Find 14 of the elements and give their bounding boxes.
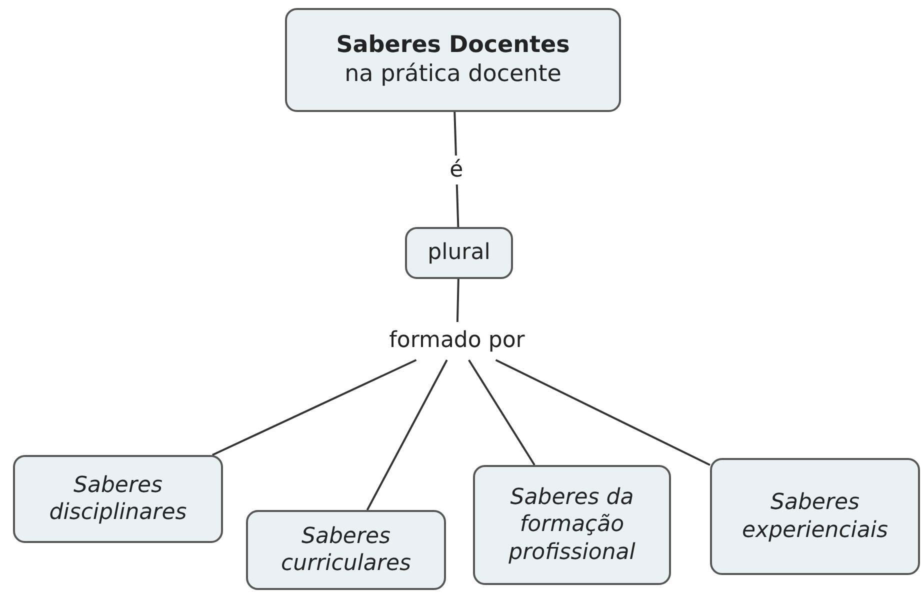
concept-box: Saberes experienciais	[710, 458, 920, 575]
connector-line	[468, 359, 536, 466]
concept-box	[285, 8, 621, 112]
concept-box: Saberes disciplinares	[13, 455, 223, 543]
concept-subtitle: na prática docente	[344, 60, 562, 89]
concept-box: plural	[405, 227, 513, 279]
concept-box: Saberes curriculares	[246, 510, 446, 590]
connector-line	[456, 278, 460, 322]
concept-heading: Saberes Docentes	[336, 31, 570, 60]
connector-line	[366, 360, 448, 510]
connector-line	[495, 359, 710, 466]
connector-line	[212, 359, 417, 456]
linking-phrase: formado por	[362, 322, 552, 360]
concept-box: Saberes da formação profissional	[473, 465, 671, 585]
